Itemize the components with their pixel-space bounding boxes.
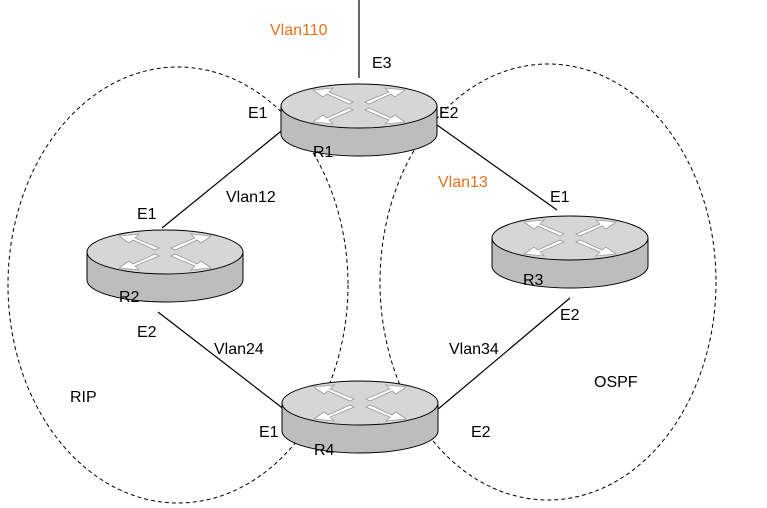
vlan34-label: Vlan34: [449, 341, 499, 358]
router-r4-label: R4: [314, 442, 335, 459]
router-r1[interactable]: R1: [280, 83, 438, 161]
vlan24-label: Vlan24: [214, 341, 264, 358]
router-r3-label: R3: [523, 272, 544, 289]
router-r2[interactable]: R2: [86, 229, 244, 306]
rip-area-label: RIP: [70, 389, 97, 406]
router-r3[interactable]: R3: [491, 215, 649, 289]
vlan110-label: Vlan110: [270, 22, 328, 39]
r4-e1-label: E1: [259, 424, 279, 441]
link-r3-r4: [436, 297, 571, 411]
ospf-area-label: OSPF: [594, 374, 638, 391]
r1-e2-label: E2: [439, 105, 459, 122]
link-r1-r2: [161, 127, 286, 229]
vlan13-label: Vlan13: [438, 174, 488, 191]
r1-e3-label: E3: [372, 55, 392, 72]
ospf-area: [379, 63, 717, 501]
link-r2-r4: [157, 311, 286, 411]
r3-e1-label: E1: [550, 189, 570, 206]
router-r1-label: R1: [313, 144, 334, 161]
r2-e1-label: E1: [137, 206, 157, 223]
link-r1-r3: [436, 124, 558, 211]
r2-e2-label: E2: [137, 324, 157, 341]
router-r4[interactable]: R4: [281, 380, 439, 459]
r4-e2-label: E2: [471, 424, 491, 441]
r3-e2-label: E2: [560, 307, 580, 324]
rip-area: [7, 66, 349, 504]
vlan12-label: Vlan12: [226, 189, 276, 206]
router-r2-label: R2: [119, 289, 140, 306]
r1-e1-label: E1: [248, 105, 268, 122]
